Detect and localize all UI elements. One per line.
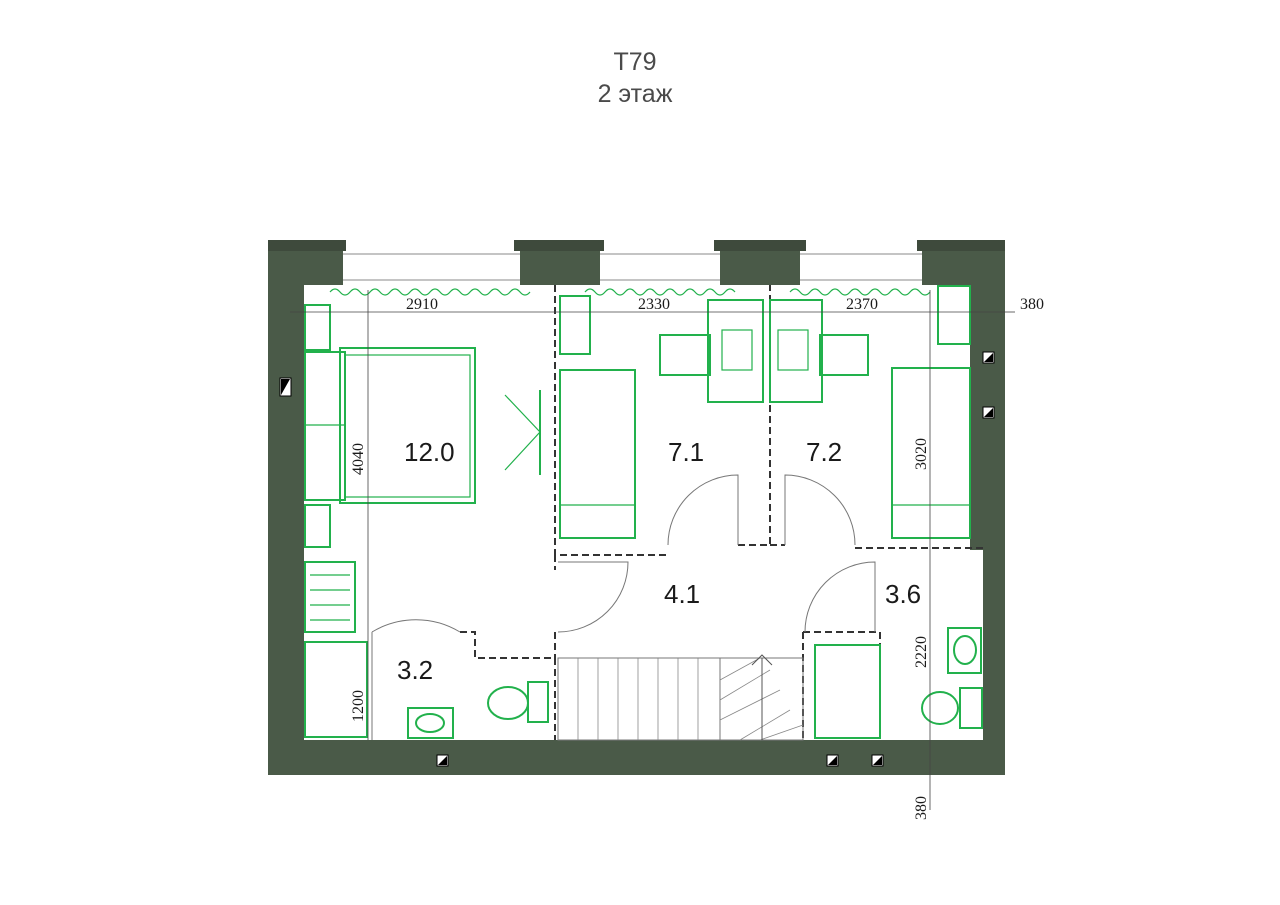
staircase [557, 654, 804, 741]
plan-name: T79 [613, 48, 657, 76]
room-b-furniture [769, 285, 971, 539]
bedroom-furniture [304, 304, 541, 633]
dimension-labels: 2910 2330 2370 380 4040 3020 2220 1200 3… [350, 296, 1044, 820]
dim-bath-right-height: 2220 [913, 636, 930, 668]
walls [268, 240, 1005, 775]
room-a-furniture [559, 295, 764, 539]
dim-top-2: 2330 [638, 296, 670, 313]
dim-right-height: 3020 [913, 438, 930, 470]
room-area-bath-right: 3.6 [885, 579, 921, 609]
dim-right-offset: 380 [1020, 296, 1044, 313]
room-area-bath-left: 3.2 [397, 655, 433, 685]
floor-label: 2 этаж [597, 80, 673, 108]
room-area-bedroom: 12.0 [404, 437, 455, 467]
dim-left-height: 4040 [350, 443, 367, 475]
windows [343, 253, 922, 281]
dimension-lines [290, 290, 1015, 810]
dim-bottom-offset: 380 [913, 796, 930, 820]
dim-top-3: 2370 [846, 296, 878, 313]
partitions [305, 285, 983, 740]
dim-bath-left-height: 1200 [350, 690, 367, 722]
markers [279, 351, 995, 767]
room-area-room-a: 7.1 [668, 437, 704, 467]
room-labels: 12.0 7.1 7.2 4.1 3.6 3.2 [397, 437, 921, 685]
curtains [329, 288, 931, 296]
room-area-hall: 4.1 [664, 579, 700, 609]
room-area-room-b: 7.2 [806, 437, 842, 467]
bathroom-fixtures [304, 627, 983, 739]
dim-top-1: 2910 [406, 296, 438, 313]
plan-title: T79 2 этаж [0, 46, 1270, 110]
doors [371, 474, 876, 740]
